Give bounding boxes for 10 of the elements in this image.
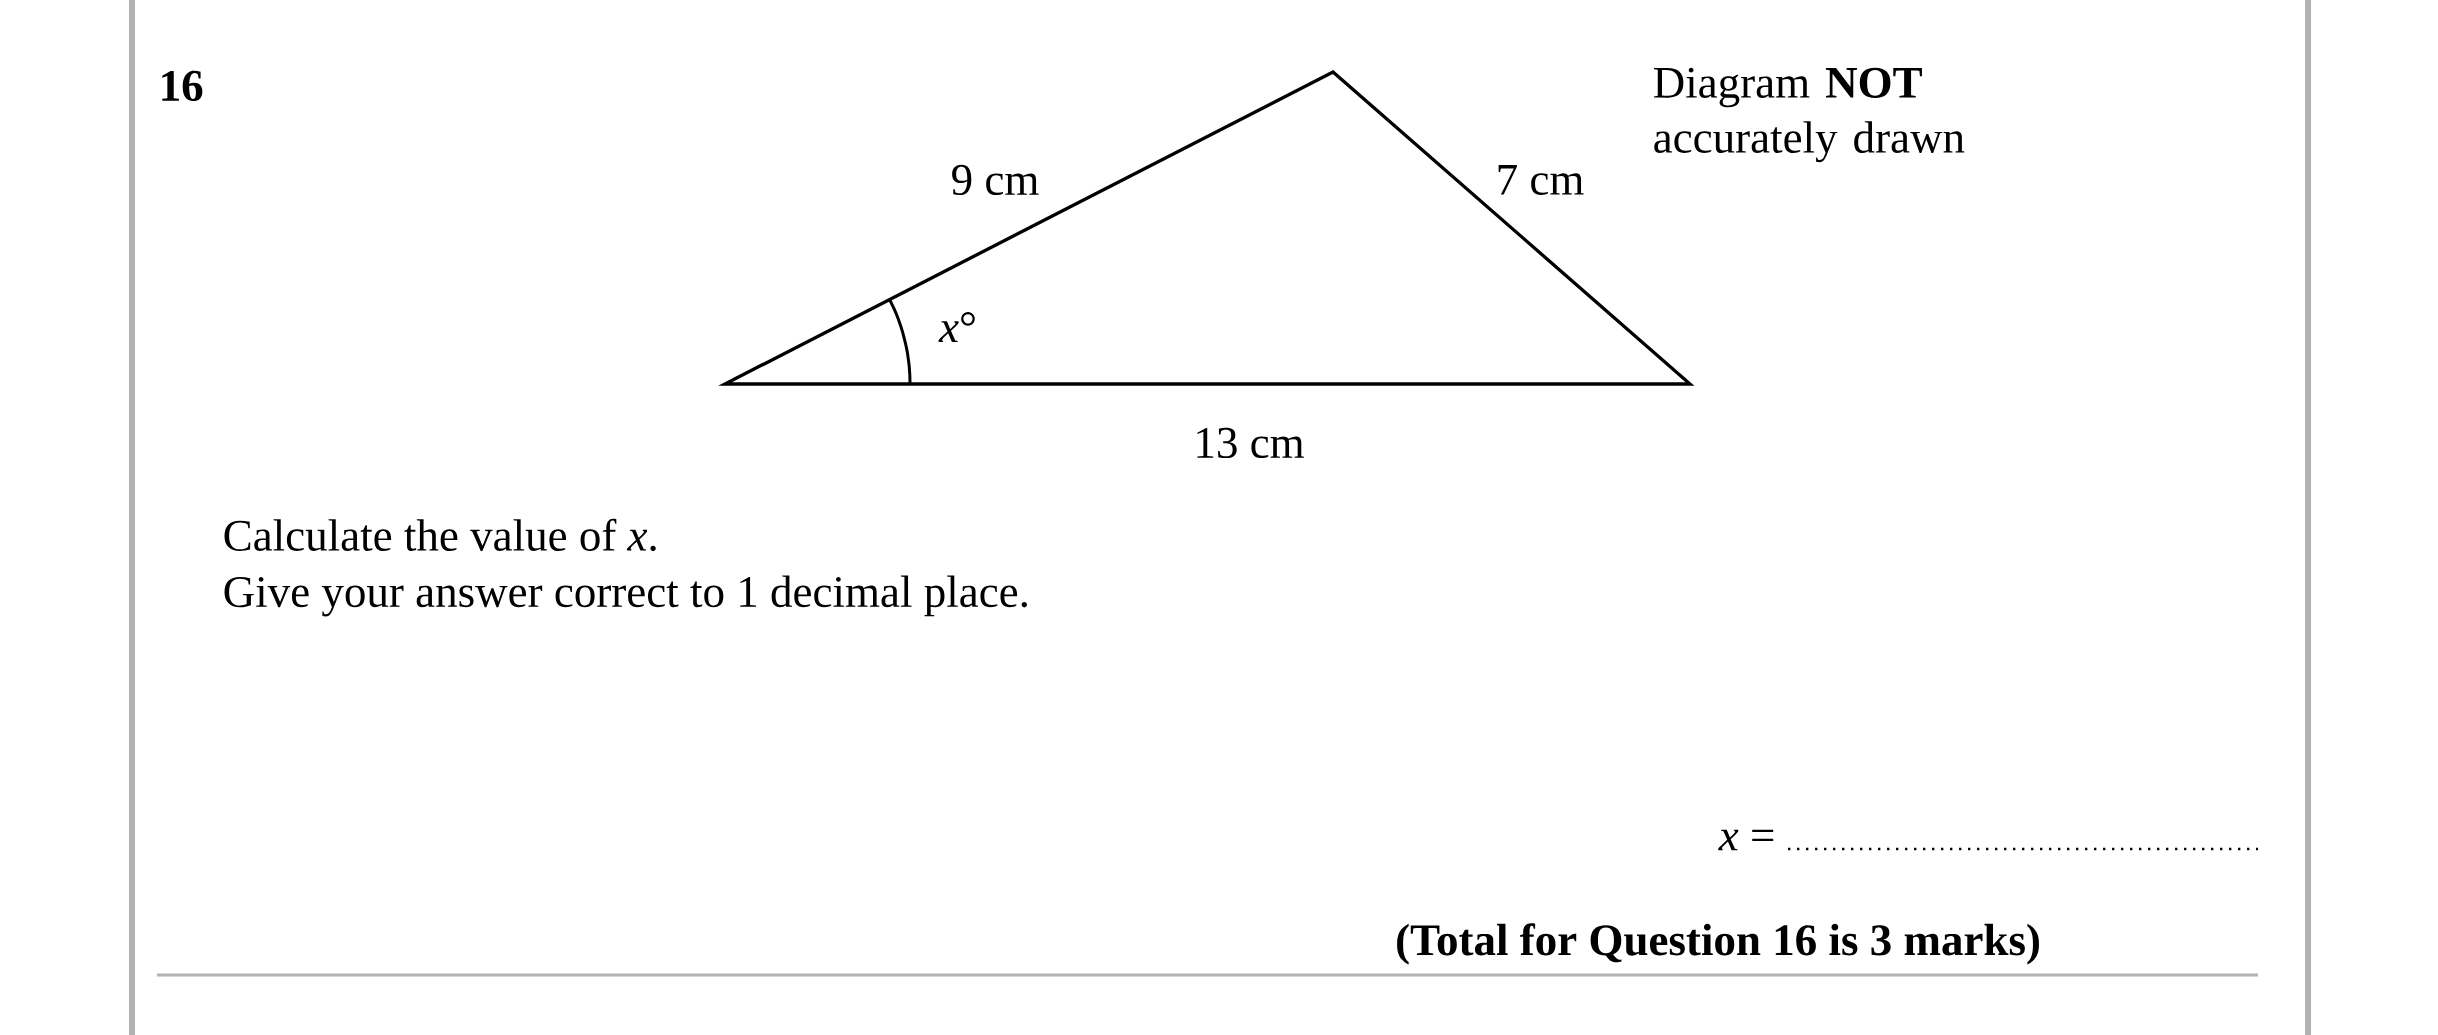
marks-text: (Total for Question 16 is 3 marks): [1397, 923, 2039, 965]
question-text: Calculate the value of x.: [224, 518, 656, 552]
angle-label: x°: [938, 312, 975, 342]
question-text: Give your answer correct to 1 decimal place.: [224, 575, 1027, 617]
answer-label: x =: [1718, 829, 1774, 851]
dimension-label: 13 cm: [1197, 427, 1304, 459]
question-number: 16: [162, 70, 203, 102]
dimension-label: 7 cm: [1498, 165, 1584, 195]
note-text: Diagram NOT accurately drawn: [1654, 67, 1965, 163]
dimension-label: 9 cm: [952, 164, 1039, 196]
